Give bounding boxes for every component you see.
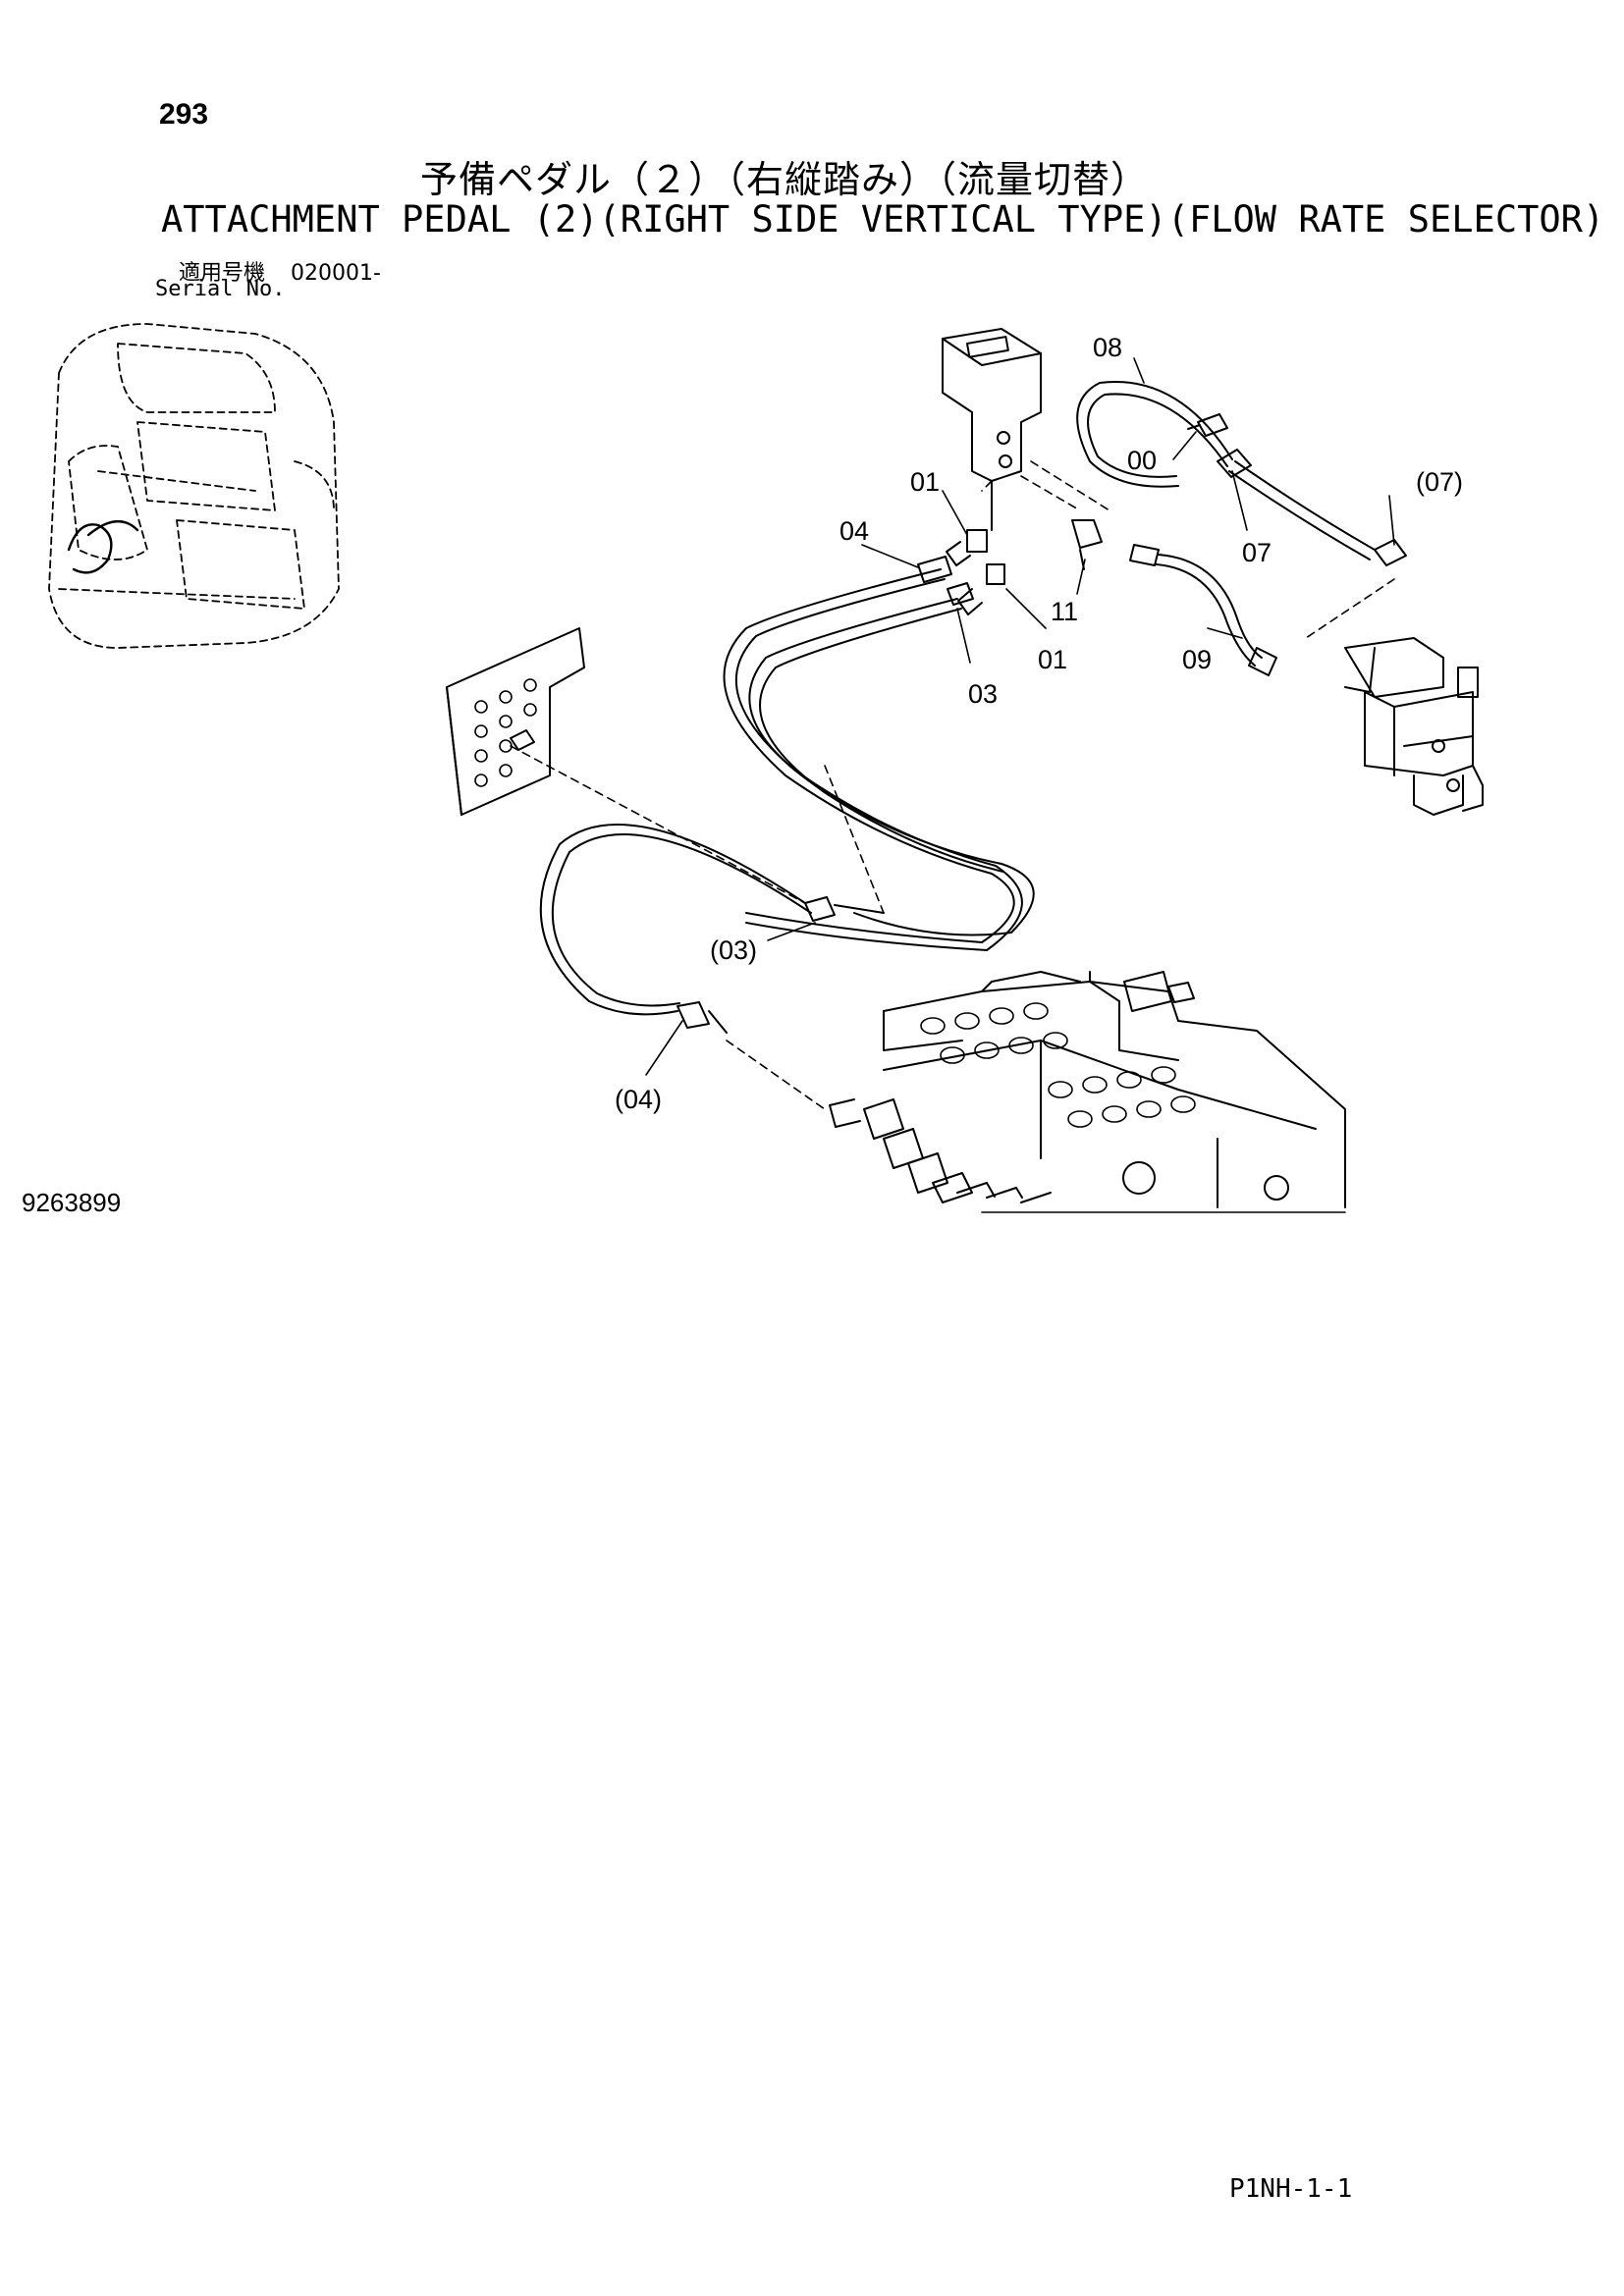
drawing-number: 9263899	[22, 1188, 122, 1217]
page-number: 293	[159, 98, 209, 131]
callout-03-parenthesized: (03)	[710, 935, 757, 965]
fitting-01-upper	[946, 529, 988, 566]
serial-label-en: Serial No.	[155, 277, 286, 301]
flow-selector-valve-illustration	[1344, 637, 1484, 816]
hose-04-loop	[723, 568, 1023, 951]
callout-09: 09	[1182, 645, 1212, 674]
callout-01-lower: 01	[1038, 645, 1067, 674]
callout-04-parenthesized: (04)	[615, 1085, 662, 1114]
serial-value: 020001-	[291, 261, 381, 286]
fitting-03-mid	[804, 896, 885, 922]
title-japanese: 予備ペダル（２）（右縦踏み）（流量切替）	[420, 158, 1150, 201]
callout-leaders	[645, 357, 1395, 1076]
fitting-00	[1187, 413, 1228, 437]
cab-locator-illustration	[48, 323, 340, 649]
pedal-valve-illustration	[942, 328, 1042, 531]
serial-label-ja: 適用号機	[179, 261, 266, 286]
fitting-07	[1217, 449, 1252, 478]
fitting-03-top	[947, 582, 974, 606]
hose-04-long	[539, 824, 812, 1016]
hose-09	[1129, 544, 1277, 676]
callout-03: 03	[968, 679, 998, 709]
callout-08: 08	[1093, 333, 1122, 362]
callout-00: 00	[1127, 446, 1157, 475]
title-english: ATTACHMENT PEDAL (2)(RIGHT SIDE VERTICAL…	[161, 198, 1605, 240]
fitting-07-right	[1374, 539, 1407, 566]
page-code: P1NH-1-1	[1229, 2174, 1353, 2204]
callout-01-upper: 01	[910, 467, 940, 497]
fitting-01-lower	[957, 563, 1005, 615]
hose-08	[1076, 381, 1376, 561]
callout-labels: 08 00 (07) 01 04 07 11 01 09 03 (03) (04…	[615, 333, 1463, 1114]
fitting-11	[1071, 519, 1103, 570]
cab-pedal-highlight	[67, 520, 139, 574]
bracket-plate-illustration	[446, 627, 585, 816]
control-valve-illustration	[829, 971, 1346, 1208]
leader-lines-dashed	[510, 460, 1395, 1110]
spool-caps	[863, 1098, 1052, 1203]
fitting-04-lower	[677, 1001, 728, 1034]
callout-04: 04	[839, 516, 869, 546]
callout-11: 11	[1051, 597, 1078, 626]
fitting-04-top	[917, 556, 952, 583]
callout-07-parenthesized: (07)	[1416, 467, 1463, 497]
callout-07: 07	[1242, 538, 1272, 567]
hose-03-loop	[748, 598, 1035, 936]
serial-applicability: 適用号機 020001-	[179, 255, 381, 287]
